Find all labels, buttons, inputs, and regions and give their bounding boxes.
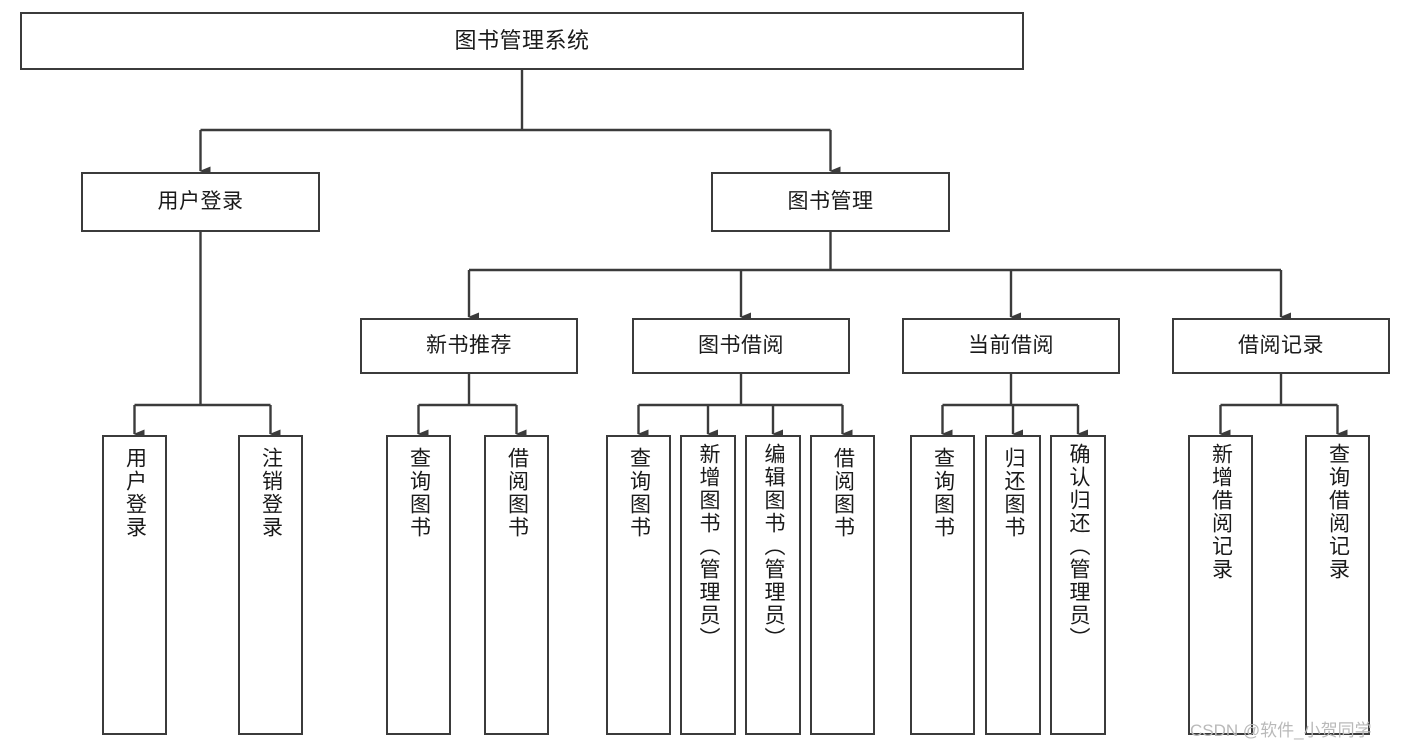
node-label: 查询借阅记录 bbox=[1326, 443, 1350, 581]
node-label: 图书管理 bbox=[787, 189, 874, 213]
node-label: 借阅图书 bbox=[505, 447, 529, 539]
node-l3_1[interactable]: 用户登录 bbox=[102, 435, 167, 735]
node-l1b[interactable]: 图书管理 bbox=[711, 172, 950, 232]
node-label: 用户登录 bbox=[157, 189, 244, 213]
node-l3_9[interactable]: 查询图书 bbox=[910, 435, 975, 735]
node-l3_12[interactable]: 新增借阅记录 bbox=[1188, 435, 1253, 735]
node-l3_3[interactable]: 查询图书 bbox=[386, 435, 451, 735]
node-label: 当前借阅 bbox=[968, 333, 1054, 357]
node-label: 新增图书（管理员） bbox=[697, 443, 721, 650]
node-label: 查询图书 bbox=[407, 447, 431, 539]
node-label: 查询图书 bbox=[627, 447, 651, 539]
node-l1a[interactable]: 用户登录 bbox=[81, 172, 320, 232]
node-label: 图书管理系统 bbox=[454, 28, 590, 54]
node-root[interactable]: 图书管理系统 bbox=[20, 12, 1024, 70]
node-label: 借阅图书 bbox=[831, 447, 855, 539]
node-l2b[interactable]: 图书借阅 bbox=[632, 318, 850, 374]
node-label: 确认归还（管理员） bbox=[1067, 443, 1091, 650]
node-label: 注销登录 bbox=[259, 447, 283, 539]
node-label: 图书借阅 bbox=[698, 333, 784, 357]
node-l3_5[interactable]: 查询图书 bbox=[606, 435, 671, 735]
node-label: 编辑图书（管理员） bbox=[762, 443, 786, 650]
node-label: 新增借阅记录 bbox=[1209, 443, 1233, 581]
node-l3_13[interactable]: 查询借阅记录 bbox=[1305, 435, 1370, 735]
node-l3_10[interactable]: 归还图书 bbox=[985, 435, 1041, 735]
node-l2c[interactable]: 当前借阅 bbox=[902, 318, 1120, 374]
node-label: 新书推荐 bbox=[426, 333, 512, 357]
node-l3_11[interactable]: 确认归还（管理员） bbox=[1050, 435, 1106, 735]
node-l2d[interactable]: 借阅记录 bbox=[1172, 318, 1390, 374]
node-l3_8[interactable]: 借阅图书 bbox=[810, 435, 875, 735]
node-label: 查询图书 bbox=[931, 447, 955, 539]
node-l3_7[interactable]: 编辑图书（管理员） bbox=[745, 435, 801, 735]
node-label: 归还图书 bbox=[1002, 447, 1026, 539]
node-l3_2[interactable]: 注销登录 bbox=[238, 435, 303, 735]
node-l3_6[interactable]: 新增图书（管理员） bbox=[680, 435, 736, 735]
node-l3_4[interactable]: 借阅图书 bbox=[484, 435, 549, 735]
node-label: 借阅记录 bbox=[1238, 333, 1324, 357]
node-label: 用户登录 bbox=[123, 447, 147, 539]
node-l2a[interactable]: 新书推荐 bbox=[360, 318, 578, 374]
csdn-watermark: CSDN @软件_小贺同学 bbox=[1190, 721, 1372, 740]
